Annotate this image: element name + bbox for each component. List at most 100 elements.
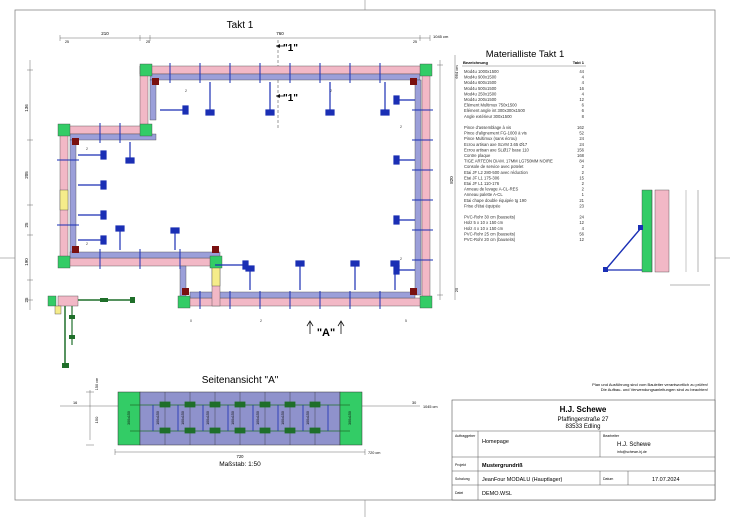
tie-rods [57, 63, 433, 309]
email: info@schewe-hj.de [617, 450, 647, 454]
svg-text:2: 2 [330, 89, 332, 93]
material-qty: 6 [582, 103, 585, 108]
elev-dim-right: 1045 cm [423, 405, 438, 409]
material-desc: PVC-Rohr 25 cm (bauseits) [464, 231, 516, 236]
section-label-top: "1" [283, 43, 298, 54]
elev-dim-bottom: 720 [237, 454, 245, 459]
elev-dim-left: 150 [94, 416, 99, 423]
dim-left-mid2: 25 [24, 222, 29, 228]
material-desc: TIGE ARTEON DIAM. 17MM LG750MM NOIRE [464, 159, 553, 164]
label-schalung: Schalung [455, 477, 470, 481]
material-qty: 2 [582, 170, 585, 175]
svg-text:2: 2 [260, 319, 262, 323]
material-desc: Etai chape double équipée tg 190 [464, 198, 527, 203]
scale-label: Maßstab: 1:50 [219, 461, 261, 468]
side-elevation: Seitenansicht "A" 16 30 1045 cm 150 150 … [60, 375, 438, 468]
material-qty: 23 [579, 203, 584, 208]
plan-top-dimension [59, 35, 431, 41]
panel-label: 100x150 [306, 411, 310, 425]
props [78, 82, 415, 290]
material-qty: 21 [579, 198, 584, 203]
material-qty: 84 [579, 159, 584, 164]
plan-right-dimension [437, 55, 456, 300]
material-qty: 4 [582, 75, 585, 80]
material-desc: Holz 4 x 10 x 150 cm [464, 226, 504, 231]
panel-label: 100x150 [281, 411, 285, 425]
company-street: Pfaffingerstraße 27 [558, 417, 610, 423]
label-datei: Datei [455, 491, 463, 495]
notice-line-2: Die Aufbau- und Verwendungsanleitungen s… [601, 387, 708, 392]
company-city: 83533 Edling [565, 424, 600, 430]
mark-top-left: 25 [65, 40, 69, 44]
material-qty: 2 [582, 181, 585, 186]
material-desc: Pince Multimux (sans écrou) [464, 136, 517, 141]
small-marks: 0 2 5 2 2 2 2 2 2 [86, 89, 407, 323]
material-qty: 4 [582, 91, 585, 96]
dim-top-total: 760 [276, 31, 284, 36]
plan-left-dimension [27, 60, 33, 310]
svg-text:2: 2 [400, 125, 402, 129]
material-desc: Elément angle int 300x300x1500 [464, 108, 526, 113]
dim-left-top: 136 [24, 104, 29, 112]
material-qty: 168 [577, 153, 585, 158]
elev-dim-right-small: 30 [412, 401, 416, 405]
material-qty: 24 [579, 215, 584, 220]
elev-dim-left-top: 150 cm [95, 378, 99, 390]
material-qty: 162 [577, 125, 585, 130]
material-qty: 56 [579, 231, 584, 236]
projekt: Mustergrundriß [482, 463, 523, 469]
mark-top-mid: 25 [146, 40, 150, 44]
material-qty: 24 [579, 142, 584, 147]
material-desc: Contre plaque [464, 153, 491, 158]
dim-left-mid1: 205 [24, 171, 29, 179]
material-qty: 156 [577, 147, 585, 152]
label-bearbeiter: Bearbeiter [603, 434, 620, 438]
panel-label: 300x150 [127, 411, 131, 425]
material-qty: 2 [582, 164, 585, 169]
svg-text:2: 2 [185, 89, 187, 93]
panel-label: 100x150 [156, 411, 160, 425]
material-desc: Holz 5 x 10 x 150 cm [464, 220, 504, 225]
material-title: Materialliste Takt 1 [486, 49, 565, 60]
material-qty: 44 [579, 69, 584, 74]
material-desc: Etai JF L1 175-306 [464, 175, 500, 180]
dim-right-bottom: 25 [454, 287, 459, 292]
material-qty: 12 [579, 237, 584, 242]
svg-text:5: 5 [405, 319, 407, 323]
company-name: H.J. Schewe [560, 405, 607, 414]
material-qty: 16 [579, 86, 584, 91]
elevation-title: Seitenansicht "A" [202, 375, 279, 386]
material-desc: Anneau de levage A-CL-RES [464, 187, 518, 192]
formwork-walls [57, 63, 433, 309]
material-qty: 4 [582, 226, 585, 231]
bearbeiter: H.J. Schewe [617, 442, 651, 448]
material-qty: 12 [579, 220, 584, 225]
svg-text:2: 2 [86, 242, 88, 246]
view-label: "A" [317, 327, 335, 339]
material-desc: PVC-Rohr 30 cm (bauseits) [464, 215, 516, 220]
section-detail-right [603, 189, 710, 286]
material-col-desc: Bezeichnung [463, 60, 488, 65]
material-desc: Elément Multimux 750x1500 [464, 103, 518, 108]
label-projekt: Projekt [455, 463, 466, 467]
floor-plan: Takt 1 760 210 1045 cm 25 25 25 136 205 … [24, 20, 459, 339]
svg-text:2: 2 [86, 147, 88, 151]
schalung: JeanFour MODALU (Hauptlager) [482, 477, 563, 483]
material-desc: Etai JF L1 110-176 [464, 181, 500, 186]
material-qty: 24 [579, 136, 584, 141]
notice-line-1: Plan und Ausführung sind vom Bauleiter v… [592, 382, 708, 387]
dim-right-total: 1045 cm [433, 34, 449, 39]
material-desc: PVC-Rohr 20 cm (bauseits) [464, 237, 516, 242]
material-list: Materialliste Takt 1 Bezeichnung Takt 1 … [462, 49, 586, 242]
material-qty: 6 [582, 108, 585, 113]
material-desc: Mod4u 600x1500 [464, 80, 497, 85]
material-desc: Angle extérieur 300x1500 [464, 114, 512, 119]
svg-text:2: 2 [400, 257, 402, 261]
dim-top-left: 210 [101, 31, 109, 36]
material-col-qty: Takt 1 [573, 60, 585, 65]
panel-label: 100x150 [181, 411, 185, 425]
material-qty: 52 [579, 131, 584, 136]
label-auftraggeber: Auftraggeber [455, 434, 476, 438]
label-datum: Datum [603, 477, 613, 481]
